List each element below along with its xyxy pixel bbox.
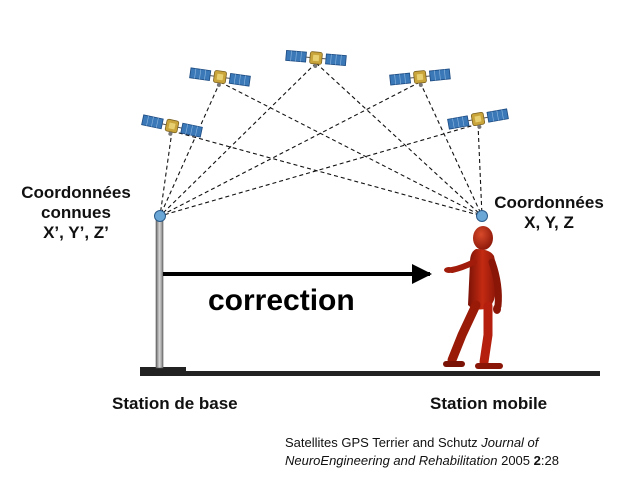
signal-line (477, 123, 483, 217)
base-station-pole (155, 215, 164, 369)
signal-line (159, 62, 317, 217)
signal-lines (159, 62, 483, 217)
base-coords-line2: connues (41, 203, 111, 222)
credit-prefix: Satellites GPS Terrier and Schutz (285, 435, 482, 450)
satellite-icon (188, 66, 252, 92)
signal-line (159, 123, 479, 217)
mobile-coordinates-label: Coordonnées X, Y, Z (484, 193, 614, 233)
base-coords-line1: Coordonnées (21, 183, 131, 202)
base-station-label: Station de base (112, 394, 238, 413)
image-credit: Satellites GPS Terrier and Schutz Journa… (285, 434, 615, 470)
base-antenna-icon (154, 210, 166, 222)
satellite-icon (140, 113, 204, 143)
credit-journal-part1: Journal of (481, 435, 539, 450)
credit-pages: :28 (540, 453, 559, 468)
signal-line (159, 81, 421, 217)
credit-journal-part2: NeuroEngineering and Rehabilitation (285, 453, 498, 468)
mobile-antenna-icon (476, 210, 488, 222)
base-coordinates-label: Coordonnées connues X’, Y’, Z’ (2, 183, 150, 243)
signal-line (315, 62, 483, 217)
signal-line (419, 81, 483, 217)
mobile-station-person-icon (443, 226, 503, 369)
base-coords-line3: X’, Y’, Z’ (43, 223, 109, 242)
signal-line (159, 130, 173, 217)
correction-label: correction (208, 284, 355, 317)
signal-line (219, 81, 483, 217)
mobile-coords-line1: Coordonnées (494, 193, 604, 212)
signal-line (171, 130, 483, 217)
ground-line (140, 371, 600, 376)
mobile-station-label: Station mobile (430, 394, 548, 413)
signal-line (159, 81, 221, 217)
mobile-coords-line2: X, Y, Z (524, 213, 574, 232)
credit-year: 2005 (497, 453, 534, 468)
satellite-icon (389, 67, 452, 91)
base-plate (140, 367, 186, 372)
satellite-icon (284, 48, 347, 72)
credit-volume: 2 (533, 453, 541, 468)
